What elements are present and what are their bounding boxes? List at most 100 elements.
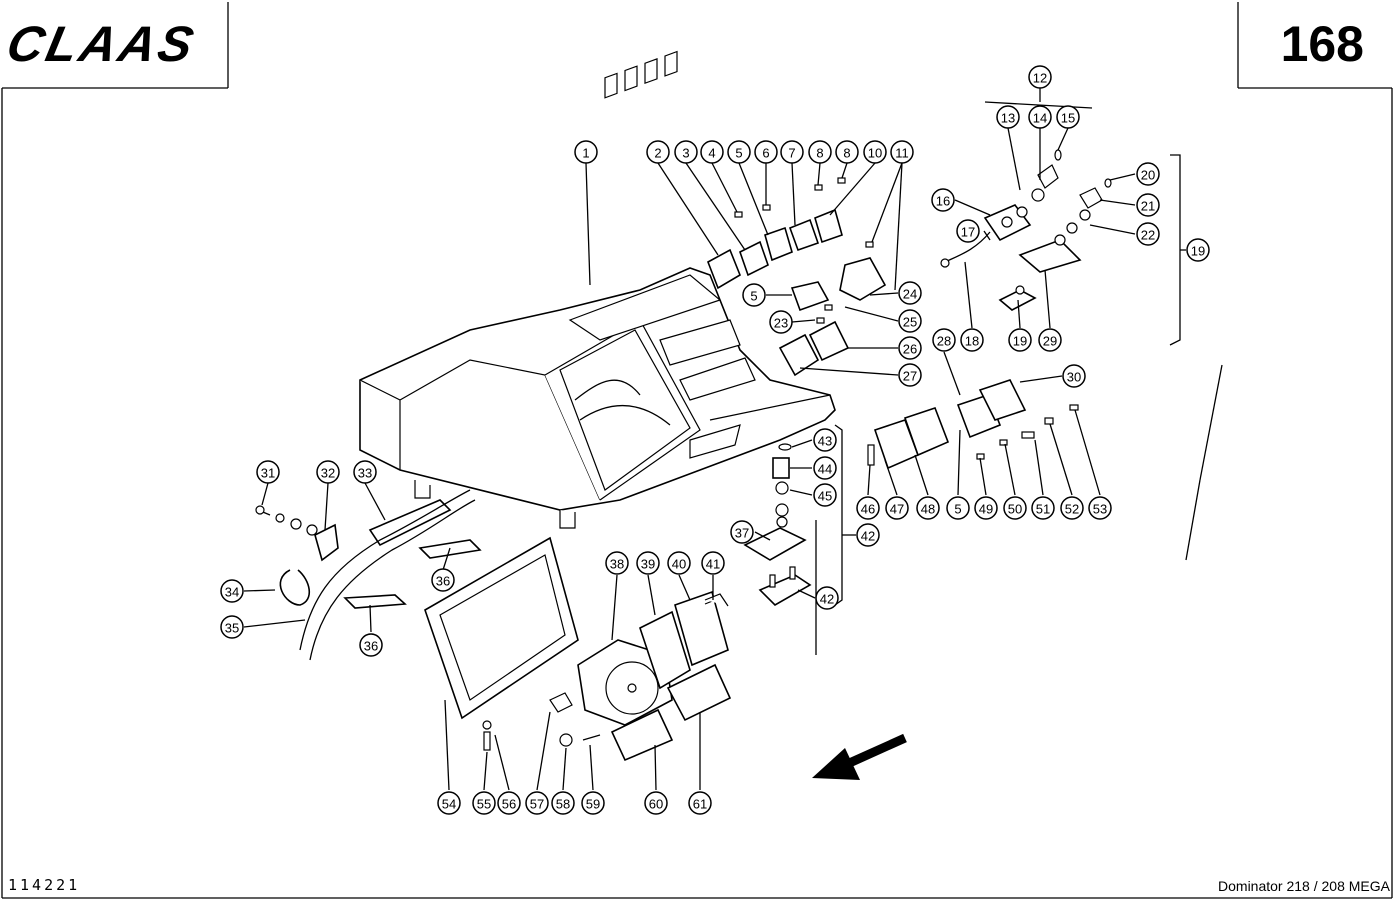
callout-number: 51 [1036, 502, 1050, 517]
callout-circle [1136, 162, 1160, 186]
callout-circle [856, 496, 880, 520]
callout-circle [898, 336, 922, 360]
leader-lines [243, 88, 1223, 791]
callout-18: 18 [960, 328, 984, 352]
callout-circle [996, 105, 1020, 129]
callout-number: 40 [672, 557, 686, 572]
callout-circle [1031, 496, 1055, 520]
callout-number: 47 [890, 502, 904, 517]
callout-number: 61 [693, 797, 707, 812]
callout-37: 37 [730, 520, 754, 544]
callout-number: 8 [843, 146, 850, 161]
callout-58: 58 [551, 791, 575, 815]
callout-number: 56 [502, 797, 516, 812]
callout-10: 10 [863, 140, 887, 164]
callout-53: 53 [1088, 496, 1112, 520]
callout-circle [359, 633, 383, 657]
callout-number: 54 [442, 797, 456, 812]
callout-49: 49 [974, 496, 998, 520]
callout-circle [1008, 328, 1032, 352]
callout-number: 23 [774, 316, 788, 331]
instrument-panel [424, 536, 732, 762]
console-housing [359, 50, 836, 529]
callout-circle [885, 496, 909, 520]
callout-circle [1136, 193, 1160, 217]
callout-45: 45 [813, 483, 837, 507]
callout-number: 41 [706, 557, 720, 572]
callout-52: 52 [1060, 496, 1084, 520]
callout-number: 13 [1001, 111, 1015, 126]
callout-circle [946, 496, 970, 520]
callout-36: 36 [359, 633, 383, 657]
callout-42: 42 [815, 586, 839, 610]
callout-46: 46 [856, 496, 880, 520]
callout-circle [605, 551, 629, 575]
callout-31: 31 [256, 460, 280, 484]
callout-circle [1062, 364, 1086, 388]
callout-circle [813, 483, 837, 507]
callout-number: 19 [1013, 334, 1027, 349]
callout-4: 4 [700, 140, 724, 164]
callout-21: 21 [1136, 193, 1160, 217]
callout-12: 12 [1028, 65, 1052, 89]
callout-54: 54 [437, 791, 461, 815]
drawing-number: 114221 [8, 876, 81, 894]
callout-number: 59 [586, 797, 600, 812]
callout-circle [353, 460, 377, 484]
callout-number: 46 [861, 502, 875, 517]
callout-circle [437, 791, 461, 815]
callout-circle [1060, 496, 1084, 520]
callout-15: 15 [1056, 105, 1080, 129]
callout-number: 39 [641, 557, 655, 572]
callout-43: 43 [813, 428, 837, 452]
callout-number: 19 [1191, 244, 1205, 259]
callout-circle [1003, 496, 1027, 520]
callout-3: 3 [674, 140, 698, 164]
callout-number: 14 [1033, 111, 1047, 126]
callout-number: 5 [750, 289, 757, 304]
callout-22: 22 [1136, 222, 1160, 246]
callout-number: 32 [321, 466, 335, 481]
callout-circle [525, 791, 549, 815]
switch-group-right [867, 379, 1079, 470]
callout-circle [863, 140, 887, 164]
callout-number: 50 [1008, 502, 1022, 517]
callout-circle [1056, 105, 1080, 129]
callout-number: 55 [477, 797, 491, 812]
callout-circle [220, 615, 244, 639]
callout-circle [956, 219, 980, 243]
callout-number: 1 [582, 146, 589, 161]
callout-number: 45 [818, 489, 832, 504]
callout-5: 5 [742, 283, 766, 307]
callout-57: 57 [525, 791, 549, 815]
callout-20: 20 [1136, 162, 1160, 186]
callout-number: 5 [954, 502, 961, 517]
switch-cluster-24-27 [778, 257, 887, 377]
callout-number: 10 [868, 146, 882, 161]
callout-number: 26 [903, 342, 917, 357]
callout-11: 11 [890, 140, 914, 164]
callout-number: 36 [364, 639, 378, 654]
callout-circle [472, 791, 496, 815]
callout-circle [1038, 328, 1062, 352]
callout-13: 13 [996, 105, 1020, 129]
callout-number: 38 [610, 557, 624, 572]
callout-circle [931, 188, 955, 212]
callout-30: 30 [1062, 364, 1086, 388]
callout-25: 25 [898, 309, 922, 333]
callout-number: 5 [735, 146, 742, 161]
callout-circle [754, 140, 778, 164]
callout-14: 14 [1028, 105, 1052, 129]
callout-number: 49 [979, 502, 993, 517]
callout-8: 8 [835, 140, 859, 164]
callout-circle [808, 140, 832, 164]
callout-circle [574, 140, 598, 164]
callout-48: 48 [916, 496, 940, 520]
callout-circle [742, 283, 766, 307]
callout-circle [497, 791, 521, 815]
callout-7: 7 [780, 140, 804, 164]
callout-number: 18 [965, 334, 979, 349]
model-designation: Dominator 218 / 208 MEGA [1218, 878, 1390, 894]
